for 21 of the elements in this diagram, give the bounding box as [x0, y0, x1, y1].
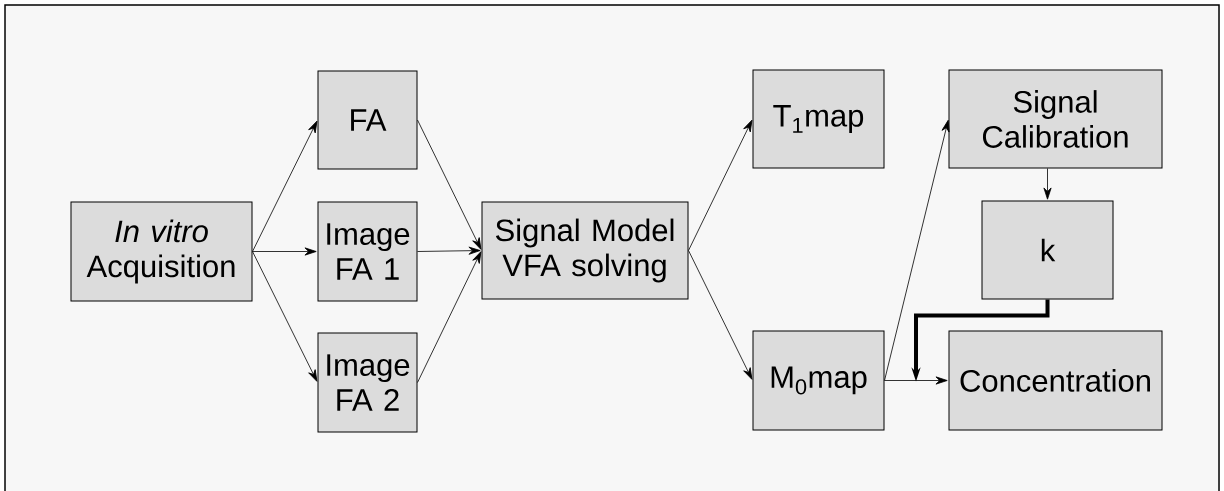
process-box: M$_{0}$map — [752, 330, 885, 431]
arrow — [417, 251, 482, 383]
process-box: T$_{1}$map — [752, 69, 885, 169]
process-box: k — [981, 200, 1114, 300]
arrow — [252, 120, 318, 252]
arrow — [417, 246, 481, 255]
arrow — [688, 119, 753, 251]
arrow — [1043, 168, 1052, 200]
process-box: Image FA 2 — [317, 332, 418, 433]
arrow — [417, 119, 482, 250]
arrow — [688, 250, 753, 380]
arrow — [884, 119, 950, 381]
process-box: FA — [317, 70, 418, 170]
process-box: Signal Model VFA solving — [481, 201, 689, 300]
arrow — [252, 247, 317, 256]
process-box: Image FA 1 — [317, 201, 418, 302]
arrow — [884, 376, 948, 385]
process-box: Concentration — [948, 330, 1163, 431]
arrow — [252, 251, 318, 382]
process-box: Signal Calibration — [948, 69, 1163, 169]
process-box: In vitro Acquisition — [70, 201, 253, 302]
